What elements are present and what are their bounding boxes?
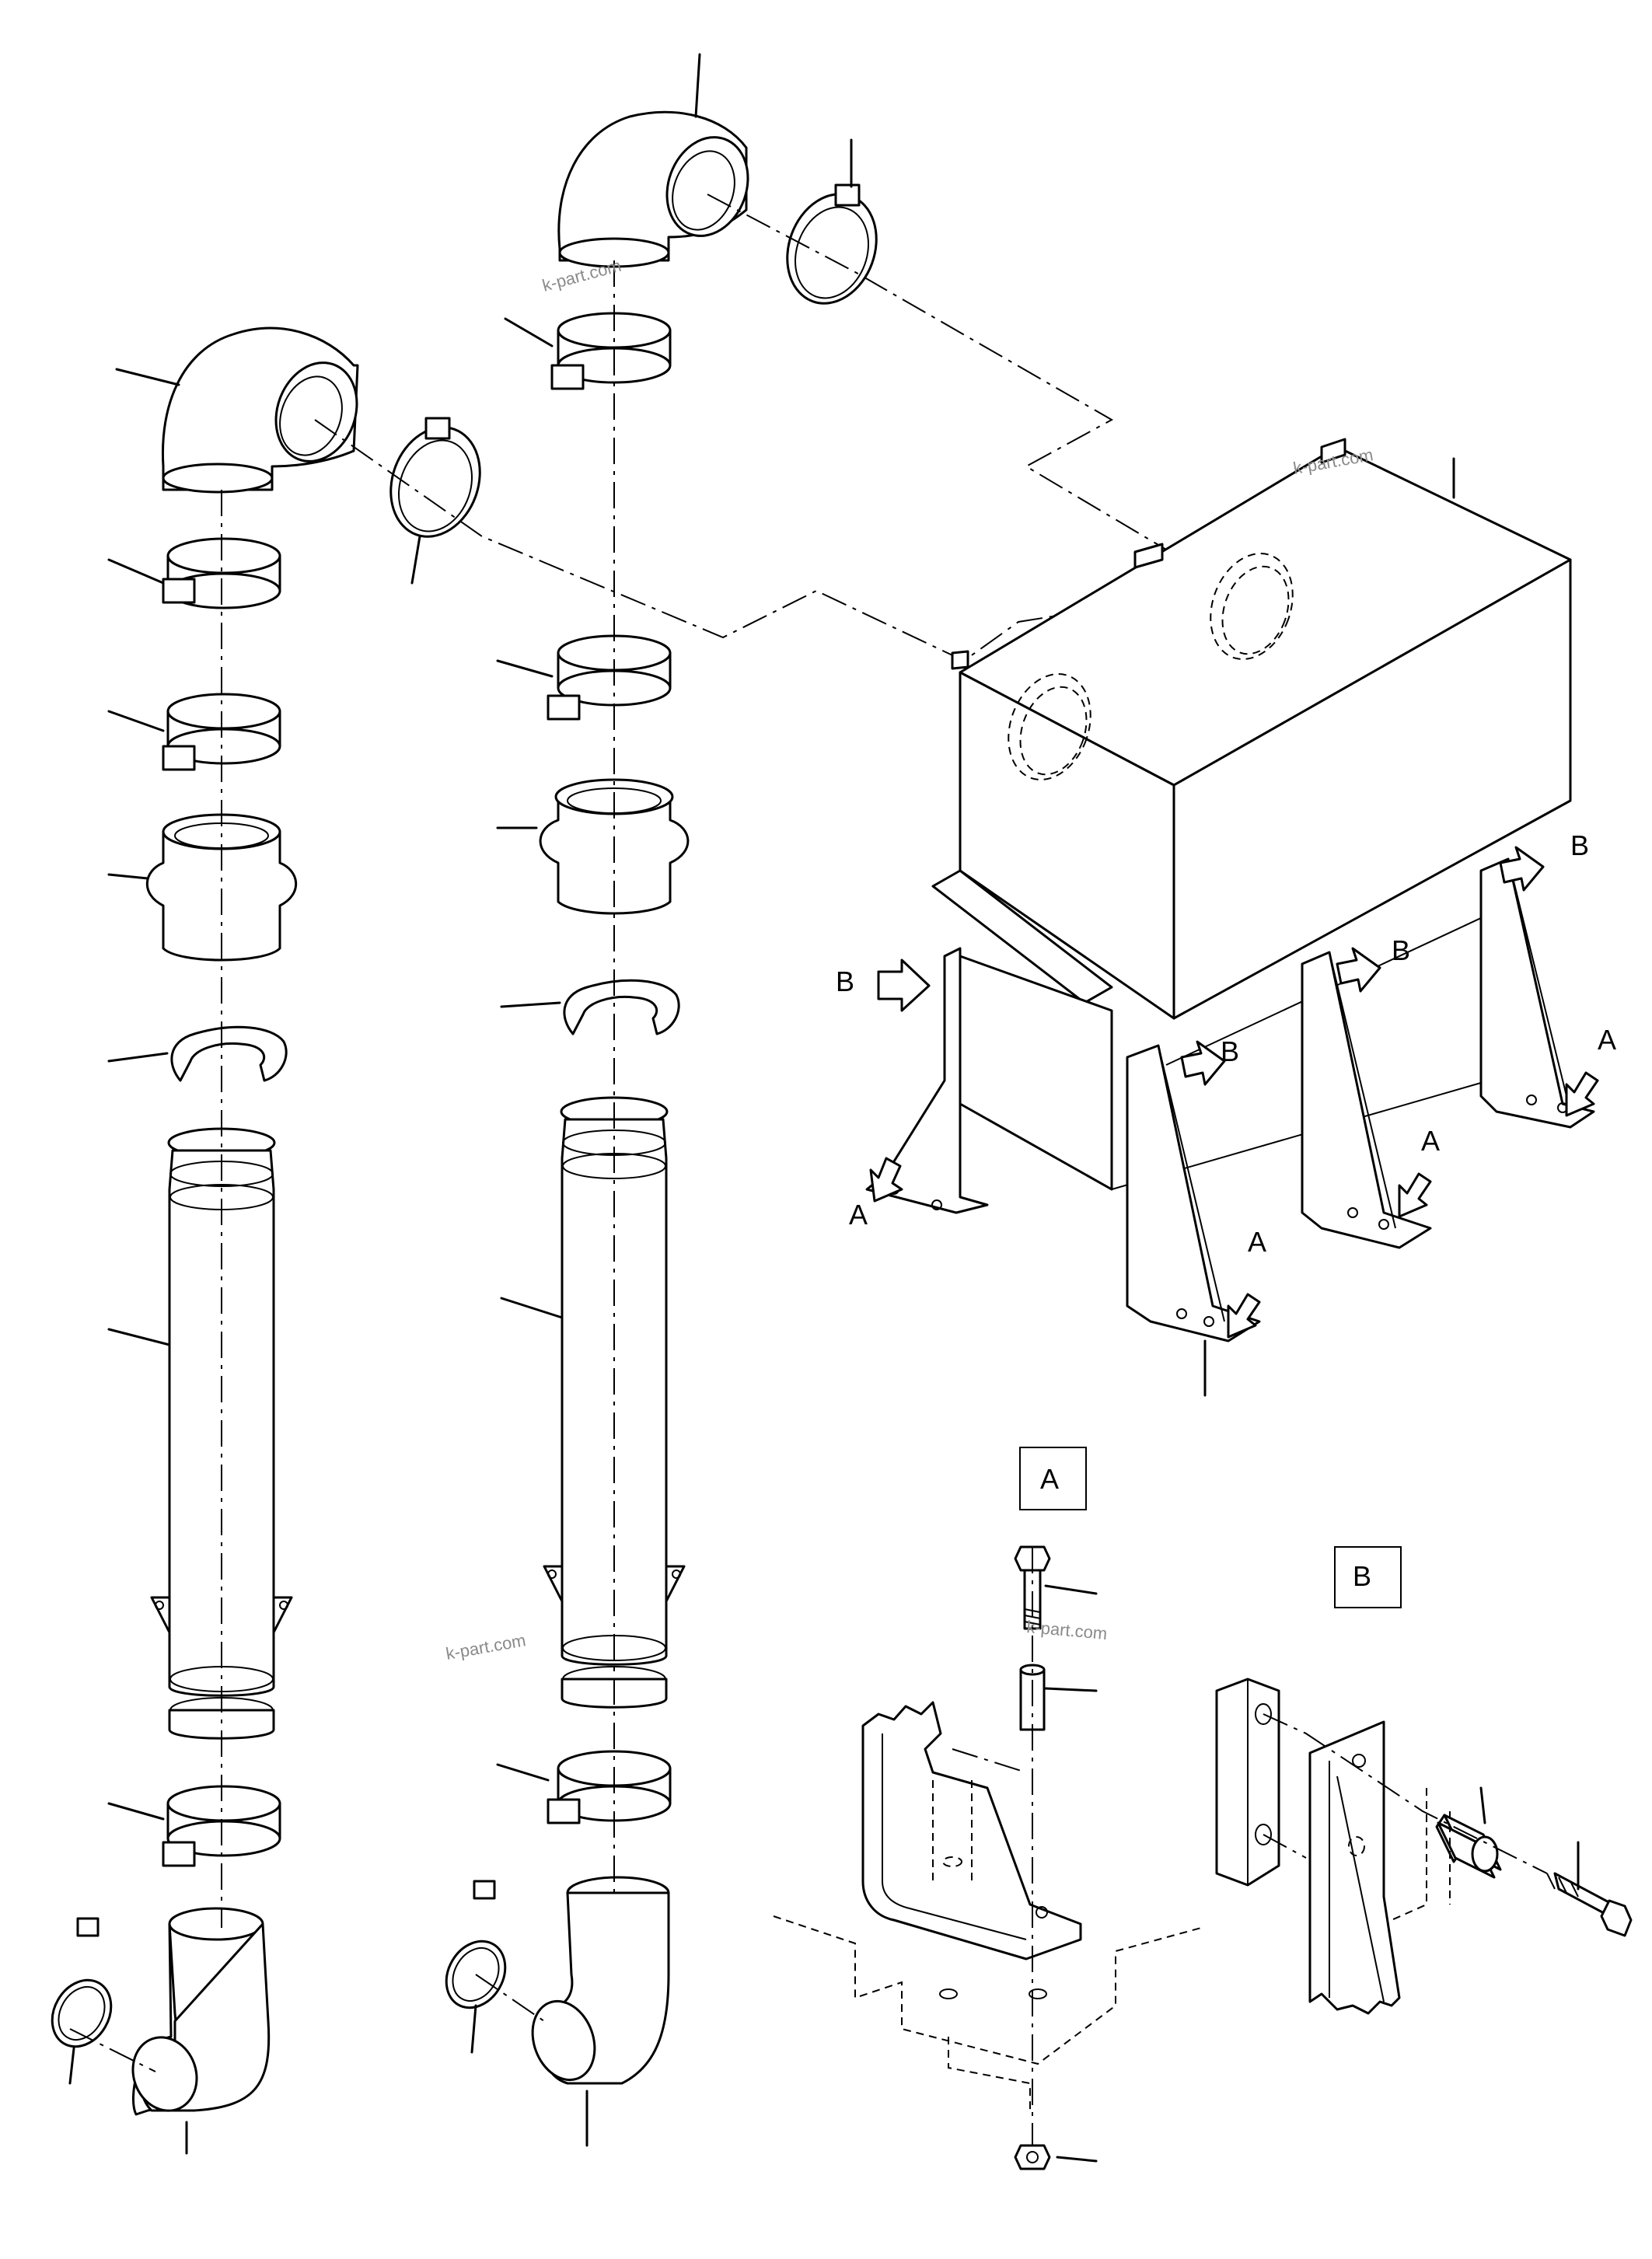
middle-clamp-2 (496, 634, 672, 721)
detail-a: A (773, 1447, 1202, 2170)
muffler-assembly (865, 438, 1595, 1397)
watermark-text: k-part.com (445, 1630, 528, 1664)
left-clamp-1 (107, 537, 281, 609)
middle-elbow-side-clamp (786, 138, 878, 305)
left-straight-pipe (107, 1127, 293, 1740)
left-elbow-side-clamp (389, 417, 481, 585)
watermark-text: k-part.com (1026, 1617, 1109, 1643)
middle-pipe-assembly (445, 53, 878, 2147)
left-clamp-3 (107, 1785, 281, 1867)
post-b (1215, 1678, 1280, 1887)
middle-split-ring (500, 979, 680, 1035)
spacer-b (1435, 1786, 1502, 1879)
detail-b-box (1334, 1546, 1402, 1608)
arrow-a-left (869, 1157, 903, 1203)
arrow-b-middle (1180, 1040, 1226, 1086)
callout-label-a: A (1598, 1024, 1616, 1056)
bracket-a (861, 1701, 1082, 1999)
middle-small-clamp (445, 1880, 507, 2054)
arrow-a-front (1227, 1293, 1261, 1339)
bracket-b (1308, 1720, 1401, 2015)
callout-label-a: A (849, 1199, 868, 1231)
arrow-b-right-2 (1499, 846, 1545, 892)
arrow-a-middle (1398, 1172, 1432, 1218)
muffler-leg-middle-right (1301, 951, 1432, 1249)
callout-label-b: B (1570, 829, 1589, 861)
middle-straight-pipe (500, 1096, 686, 1709)
callout-label-a: A (1248, 1226, 1266, 1258)
muffler-box (951, 438, 1572, 1020)
arrow-b-right-1 (1336, 947, 1381, 993)
callout-label-b: B (1221, 1035, 1239, 1067)
detail-a-box (1019, 1447, 1087, 1510)
muffler-leg-back-right (1479, 857, 1595, 1129)
left-upper-elbow (115, 326, 359, 494)
arrow-a-back (1565, 1071, 1599, 1117)
callout-label-b: B (1392, 934, 1410, 966)
left-lower-elbow (131, 1907, 271, 2155)
detail-a-label: A (1040, 1463, 1059, 1495)
left-clamp-2 (107, 693, 281, 771)
left-small-clamp (51, 1917, 113, 2085)
detail-b: B (1215, 1546, 1633, 2015)
bolt-b (1546, 1841, 1633, 1937)
callout-label-a: A (1421, 1125, 1440, 1157)
middle-clamp-1 (504, 312, 672, 390)
centerlines (69, 194, 1276, 2072)
middle-bellows (496, 778, 690, 915)
nut-a (1014, 2144, 1098, 2170)
middle-lower-elbow (531, 1876, 670, 2147)
middle-clamp-3 (496, 1750, 672, 1824)
detail-b-label: B (1353, 1560, 1371, 1592)
middle-upper-elbow (557, 53, 749, 268)
callout-labels: B B B B A A A A (836, 829, 1616, 1258)
arrow-b-left (877, 958, 931, 1012)
muffler-leg-front-left (865, 947, 989, 1214)
muffler-leg-front-right (1126, 1044, 1261, 1397)
callout-arrows (869, 846, 1599, 1339)
left-pipe-assembly (51, 326, 481, 2155)
left-split-ring (107, 1025, 288, 1082)
left-bellows (107, 813, 298, 962)
callout-label-b: B (836, 965, 854, 997)
